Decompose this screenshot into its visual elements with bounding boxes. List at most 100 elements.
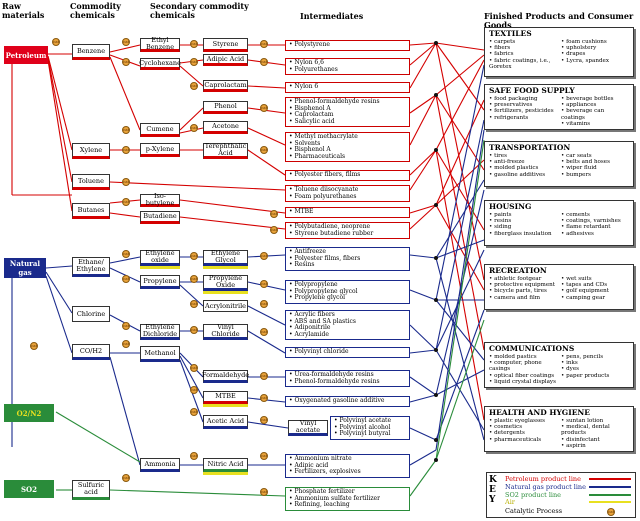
- intermediate-item: Polyvinyl acetate: [339, 417, 391, 424]
- finished-item: detergents: [494, 430, 525, 437]
- finished-item: aspirin: [566, 442, 586, 449]
- key-label: Catalytic Process: [505, 507, 563, 515]
- secondary-nitric-acid: Nitric Acid: [203, 458, 248, 472]
- key-label: Natural gas product line: [505, 483, 586, 491]
- intermediate-item: Propylene glycol: [294, 294, 346, 302]
- finished-title: HEALTH AND HYGIENE: [489, 408, 590, 417]
- catalyst-icon: cat: [190, 82, 198, 90]
- intermediate-item: Toluene diisocyanate: [294, 186, 359, 193]
- catalyst-icon: cat: [190, 58, 198, 66]
- intermediate-item: MTBE: [294, 208, 314, 215]
- intermediate-item: Urea-formaldehyde resins: [294, 371, 374, 378]
- finished-item: plastic eyeglasses: [494, 418, 546, 424]
- finished-item: cosmetics: [494, 424, 523, 431]
- finished-item: gasoline additives: [494, 171, 546, 178]
- catalyst-icon: cat: [190, 408, 198, 416]
- header-raw-materials: Raw materials: [2, 1, 45, 20]
- finished-item: molded pastics: [494, 354, 537, 360]
- finished-item: tapes and CDs: [566, 282, 608, 289]
- key-so2: SO2 product line: [505, 492, 561, 499]
- catalyst-icon: cat: [260, 452, 268, 460]
- intermediate-group-13: • Polyvinyl chloride: [285, 347, 410, 358]
- finished-item: car seats: [566, 153, 592, 159]
- intermediate-item: Polystyrene: [294, 41, 330, 48]
- catalyst-icon: cat: [270, 210, 278, 218]
- intermediate-item: Polyvinyl butyral: [339, 430, 391, 438]
- finished-communications: COMMUNICATIONS • molded pastics• compute…: [484, 342, 634, 388]
- secondary-acrylonitrile: Acrylonitrile: [203, 300, 248, 312]
- intermediate-item: Polyester films, fibers: [294, 254, 361, 262]
- intermediate-item: Solvents: [294, 139, 321, 147]
- finished-item: pharmaceuticals: [494, 436, 542, 443]
- commodity-benzene: Benzene: [72, 44, 110, 60]
- commodity-sulfuric-acid: Sulfuric acid: [72, 480, 110, 500]
- intermediate-item: Nylon 6,6: [294, 59, 324, 66]
- secondary-propylene-oxide: Propylene Oxide: [203, 275, 248, 291]
- intermediate-item: Polybutadiene, neoprene: [294, 223, 371, 230]
- intermediate-group-17: • Ammonium nitrate • Adipic acid • Ferti…: [285, 454, 410, 478]
- secondary-styrene: Styrene: [203, 38, 248, 52]
- catalyst-icon: cat: [52, 38, 60, 46]
- secondary-vinyl-acetate: Vinyl acetate: [288, 420, 328, 436]
- intermediate-item: Methyl methacrylate: [294, 133, 358, 140]
- intermediate-item: Phenol-formaldehyde resins: [294, 98, 380, 105]
- finished-item: wiper fluid: [566, 165, 597, 172]
- intermediate-item: Ammonium sulfate fertilizer: [294, 494, 380, 502]
- finished-item: paints: [494, 212, 512, 218]
- catalyst-icon: cat: [190, 300, 198, 308]
- intermediate-item: Fertilizers, explosives: [294, 468, 361, 476]
- catalyst-icon: cat: [260, 328, 268, 336]
- finished-health-and-hygiene: HEALTH AND HYGIENE • plastic eyeglasses•…: [484, 406, 634, 452]
- intermediate-group-10: • Antifreeze • Polyester films, fibers •…: [285, 247, 410, 271]
- intermediate-group-3: • Nylon 6: [285, 82, 410, 93]
- finished-item: medical, dental products: [561, 424, 610, 437]
- finished-housing: HOUSING • paints• resins• siding• fiberg…: [484, 200, 634, 246]
- catalyst-icon: cat: [190, 386, 198, 394]
- finished-item: adhesives: [566, 230, 594, 237]
- header-commodity-chemicals: Commodity chemicals: [70, 1, 121, 20]
- secondary-ethylene-dichloride: Ethylene Dichloride: [140, 324, 180, 340]
- intermediate-group-12: • Acrylic fibers • ABS and SA plastics •…: [285, 310, 410, 340]
- catalyst-icon: cat: [607, 508, 615, 516]
- intermediate-item: Bisphenol A: [294, 146, 331, 154]
- key-label: Air: [505, 498, 515, 506]
- intermediate-item: Polyester fibers, films: [294, 171, 361, 178]
- finished-item: belts and hoses: [566, 159, 610, 166]
- intermediate-group-16: • Polyvinyl acetate • Polyvinyl alcohol …: [330, 416, 410, 440]
- catalyst-icon: cat: [30, 342, 38, 350]
- catalyst-icon: cat: [260, 300, 268, 308]
- finished-item: refrigerants: [494, 114, 529, 121]
- intermediate-item: Styrene butadiene rubber: [294, 229, 374, 237]
- intermediate-item: Foam polyurethanes: [294, 192, 357, 200]
- catalyst-icon: cat: [260, 372, 268, 380]
- finished-item: upholstery: [566, 45, 597, 52]
- finished-item: fiberglass insulation: [494, 230, 552, 237]
- finished-item: beverage bottles: [566, 96, 614, 102]
- intermediate-item: Polyurethanes: [294, 65, 338, 73]
- finished-item: food packaging: [494, 96, 538, 102]
- finished-transportation: TRANSPORTATION • tires• anti-freeze• mol…: [484, 141, 634, 187]
- finished-item: wet suits: [566, 276, 592, 282]
- finished-item: appliances: [566, 102, 597, 109]
- intermediate-group-14: • Urea-formaldehyde resins • Phenol-form…: [285, 370, 410, 387]
- catalyst-icon: cat: [260, 488, 268, 496]
- catalyst-icon: cat: [122, 58, 130, 66]
- secondary-cumene: Cumene: [140, 123, 180, 137]
- key-catalytic: Catalytic Process: [505, 508, 562, 515]
- header-finished-products: Finished Products and Consumer Goods: [484, 11, 634, 30]
- intermediate-item: Salicylic acid: [294, 117, 335, 125]
- finished-item: fibers: [494, 45, 511, 52]
- catalyst-icon: cat: [260, 280, 268, 288]
- catalyst-icon: cat: [260, 416, 268, 424]
- intermediate-group-9: • Polybutadiene, neoprene • Styrene buta…: [285, 222, 410, 239]
- commodity-toluene: Toluene: [72, 174, 110, 190]
- intermediate-item: Acrylic fibers: [294, 311, 335, 318]
- intermediate-group-18: • Phosphate fertilizer • Ammonium sulfat…: [285, 487, 410, 511]
- finished-textiles: TEXTILES • carpets• fibers• fabrics• fab…: [484, 27, 634, 77]
- finished-item: bumpers: [566, 171, 592, 178]
- header-secondary-chemicals: Secondary commodity chemicals: [150, 1, 249, 20]
- secondary-phenol: Phenol: [203, 101, 248, 114]
- finished-item: disinfectant: [566, 436, 600, 443]
